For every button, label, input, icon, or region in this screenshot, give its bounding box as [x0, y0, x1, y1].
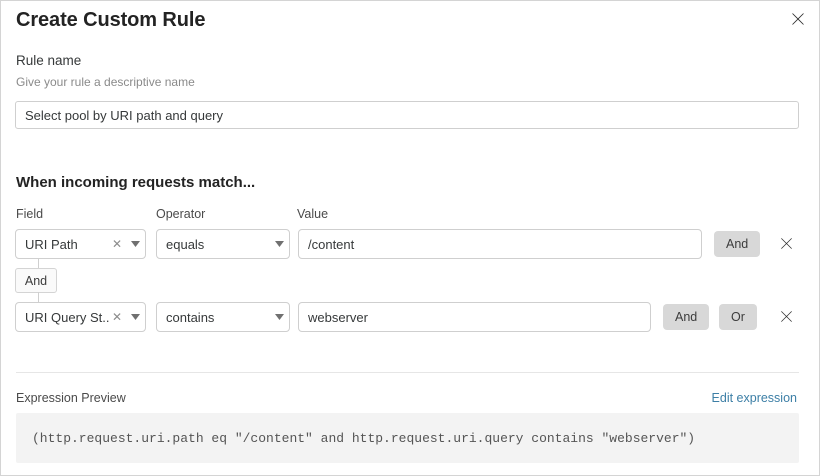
clear-icon[interactable]: ✕	[111, 237, 122, 251]
chevron-down-icon[interactable]	[269, 241, 289, 247]
match-section-heading: When incoming requests match...	[16, 174, 256, 191]
operator-select-1-label: equals	[166, 236, 205, 252]
rule-name-input[interactable]	[15, 101, 799, 129]
operator-select-2[interactable]: contains	[156, 302, 290, 332]
column-header-field: Field	[16, 207, 44, 221]
condition-row: URI Query St... ✕ contains And Or	[1, 302, 819, 332]
delete-row-1-icon[interactable]	[776, 233, 796, 253]
or-button-row-2[interactable]: Or	[719, 304, 757, 330]
rule-name-label: Rule name	[16, 53, 82, 68]
connector-line-bottom	[38, 292, 39, 302]
chevron-down-icon[interactable]	[125, 241, 145, 247]
expression-preview-label: Expression Preview	[16, 391, 126, 405]
field-select-1-label: URI Path	[25, 236, 78, 252]
field-select-2-label: URI Query St...	[25, 309, 109, 325]
chevron-down-icon[interactable]	[125, 314, 145, 320]
field-select-2[interactable]: URI Query St... ✕	[15, 302, 146, 332]
operator-select-2-label: contains	[166, 309, 215, 325]
connector-line-top	[38, 259, 39, 269]
expression-preview-code: (http.request.uri.path eq "/content" and…	[16, 413, 799, 463]
chevron-down-icon[interactable]	[269, 314, 289, 320]
delete-row-2-icon[interactable]	[776, 306, 796, 326]
and-button-row-2[interactable]: And	[663, 304, 710, 330]
value-input-2[interactable]	[298, 302, 651, 332]
page-title: Create Custom Rule	[16, 9, 206, 31]
column-header-operator: Operator	[156, 207, 206, 221]
group-connector-and[interactable]: And	[15, 268, 57, 293]
column-header-value: Value	[297, 207, 329, 221]
operator-select-1[interactable]: equals	[156, 229, 290, 259]
and-button-row-1[interactable]: And	[714, 231, 761, 257]
value-input-1[interactable]	[298, 229, 702, 259]
field-select-1[interactable]: URI Path ✕	[15, 229, 146, 259]
condition-row: URI Path ✕ equals And	[1, 229, 819, 259]
section-divider	[16, 372, 799, 373]
close-icon[interactable]	[787, 8, 809, 30]
clear-icon[interactable]: ✕	[111, 310, 122, 324]
edit-expression-link[interactable]: Edit expression	[711, 391, 797, 405]
rule-name-help-text: Give your rule a descriptive name	[16, 75, 195, 89]
